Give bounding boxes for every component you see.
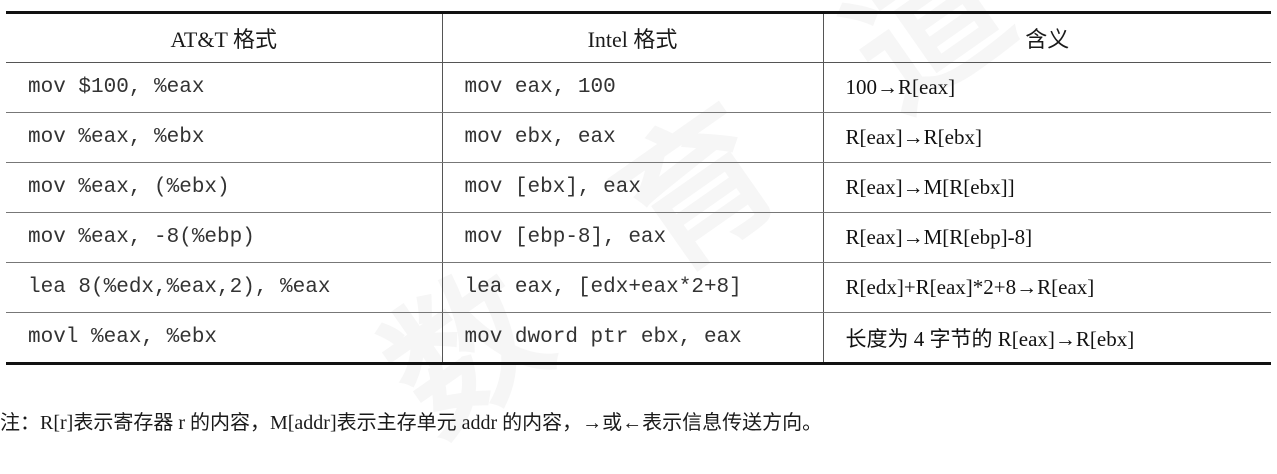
intel-instruction: mov [ebx], eax xyxy=(441,162,824,213)
instruction-meaning: R[edx]+R[eax]*2+8→R[eax] xyxy=(822,262,1271,313)
instruction-meaning: R[eax]→M[R[ebx]] xyxy=(822,162,1271,213)
att-instruction: movl %eax, %ebx xyxy=(6,312,443,365)
table-row: mov %eax, (%ebx) mov [ebx], eax R[eax]→M… xyxy=(6,162,1271,213)
instruction-meaning: 100→R[eax] xyxy=(822,62,1271,113)
header-intel-format: Intel 格式 xyxy=(441,12,824,63)
instruction-meaning: 长度为 4 字节的 R[eax]→R[ebx] xyxy=(822,312,1271,365)
intel-instruction: mov eax, 100 xyxy=(441,62,824,113)
instruction-format-table: AT&T 格式 Intel 格式 含义 mov $100, %eax mov e… xyxy=(6,11,1271,365)
table-footnote: 注：R[r]表示寄存器 r 的内容，M[addr]表示主存单元 addr 的内容… xyxy=(0,412,823,434)
intel-instruction: mov [ebp-8], eax xyxy=(441,212,824,263)
att-instruction: mov %eax, %ebx xyxy=(6,112,443,163)
intel-instruction: mov dword ptr ebx, eax xyxy=(441,312,824,365)
header-att-format: AT&T 格式 xyxy=(6,12,443,63)
header-meaning: 含义 xyxy=(822,12,1271,63)
table-row: movl %eax, %ebx mov dword ptr ebx, eax 长… xyxy=(6,312,1271,365)
att-instruction: lea 8(%edx,%eax,2), %eax xyxy=(6,262,443,313)
table-row: mov $100, %eax mov eax, 100 100→R[eax] xyxy=(6,62,1271,113)
table-row: lea 8(%edx,%eax,2), %eax lea eax, [edx+e… xyxy=(6,262,1271,313)
instruction-meaning: R[eax]→R[ebx] xyxy=(822,112,1271,163)
table-header-row: AT&T 格式 Intel 格式 含义 xyxy=(6,12,1271,63)
att-instruction: mov %eax, (%ebx) xyxy=(6,162,443,213)
att-instruction: mov %eax, -8(%ebp) xyxy=(6,212,443,263)
att-instruction: mov $100, %eax xyxy=(6,62,443,113)
table-row: mov %eax, -8(%ebp) mov [ebp-8], eax R[ea… xyxy=(6,212,1271,263)
table-row: mov %eax, %ebx mov ebx, eax R[eax]→R[ebx… xyxy=(6,112,1271,163)
instruction-meaning: R[eax]→M[R[ebp]-8] xyxy=(822,212,1271,263)
intel-instruction: mov ebx, eax xyxy=(441,112,824,163)
intel-instruction: lea eax, [edx+eax*2+8] xyxy=(441,262,824,313)
